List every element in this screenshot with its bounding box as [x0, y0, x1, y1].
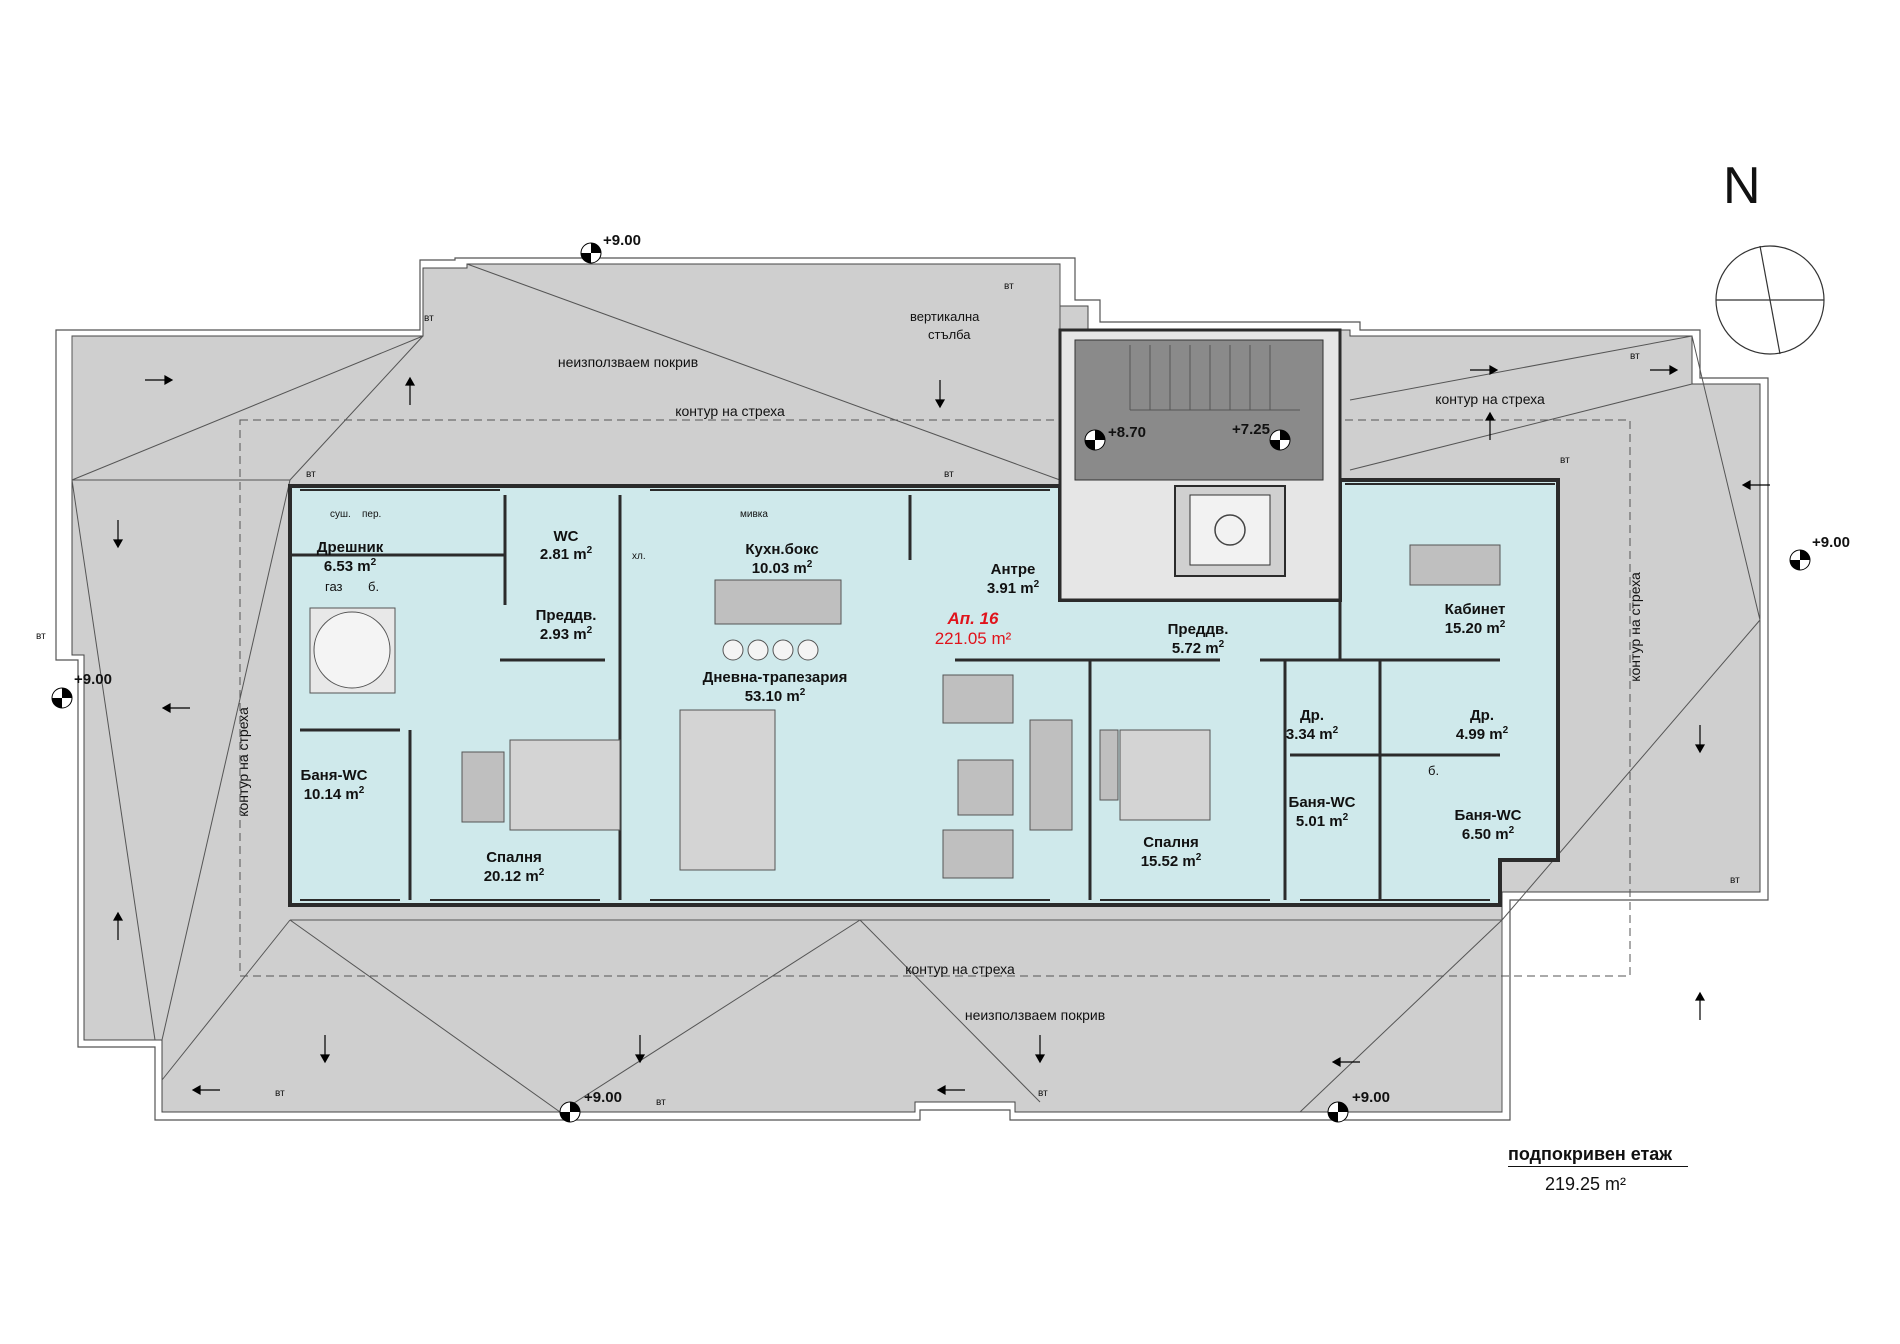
room-wc-area: 2.81 m2 — [539, 545, 593, 563]
vt-marker: вт — [1038, 1088, 1048, 1099]
room-kuhnya-name: Кухн.бокс — [745, 541, 819, 558]
room-dnevna-name: Дневна-трапезария — [702, 669, 848, 686]
room-dreshnik-name: Дрешник — [316, 539, 384, 556]
eave-contour — [239, 419, 1631, 977]
apartment-name: Ап. 16 — [947, 609, 999, 628]
vertical-ladder-label-1: вертикална — [910, 309, 980, 324]
elevation-bottom-left: +9.00 — [584, 1089, 622, 1106]
fixture-dryer: суш. — [330, 509, 351, 520]
floor-title-underline — [1508, 1166, 1688, 1167]
dining-chairs — [722, 639, 819, 661]
room-kabinet-area: 15.20 m2 — [1444, 619, 1506, 637]
fixture-washer: пер. — [362, 509, 382, 520]
elevation-bottom-right: +9.00 — [1352, 1089, 1390, 1106]
room-banya3-name: Баня-WC — [1454, 807, 1522, 824]
room-banya2-name: Баня-WC — [1288, 794, 1356, 811]
north-label: N — [1723, 157, 1761, 215]
room-spalnya2-area: 15.52 m2 — [1140, 852, 1202, 870]
eave-label-left: контур на стреха — [234, 707, 251, 817]
eave-label-bottom: контур на стреха — [905, 961, 1015, 977]
room-spalnya2-name: Спалня — [1143, 834, 1199, 851]
eave-label-top: контур на стреха — [675, 403, 785, 419]
roof-ridge-lines — [71, 263, 1761, 1113]
floor-area: 219.25 m² — [1545, 1174, 1627, 1194]
room-dr2-area: 4.99 m2 — [1455, 725, 1509, 743]
fixture-fridge: хл. — [632, 551, 646, 562]
room-kuhnya-area: 10.03 m2 — [751, 559, 813, 577]
vt-marker: вт — [36, 631, 46, 642]
elevation-stair-landing: +8.70 — [1108, 424, 1146, 441]
room-banya1-name: Баня-WC — [300, 767, 368, 784]
room-wc-name: WC — [553, 528, 579, 545]
stair-steps — [1129, 345, 1300, 411]
room-dreshnik-area: 6.53 m2 — [323, 557, 377, 575]
fixture-boiler-2: б. — [1428, 763, 1440, 778]
room-spalnya1-name: Спалня — [486, 849, 542, 866]
vt-marker: вт — [275, 1088, 285, 1099]
roof-label-unused-bottom: неизползваем покрив — [964, 1007, 1106, 1023]
vt-marker: вт — [1730, 875, 1740, 886]
room-antre-name: Антре — [990, 561, 1036, 578]
room-dr1-name: Др. — [1299, 707, 1325, 724]
elevation-stair-mid: +7.25 — [1232, 421, 1270, 438]
apartment-interior — [288, 478, 1560, 907]
furniture — [309, 544, 1501, 879]
wheelchair-icon — [1214, 514, 1246, 546]
interior-walls — [290, 495, 1500, 900]
vertical-ladder-label-2: стълба — [928, 327, 971, 342]
elevation-right: +9.00 — [1812, 534, 1850, 551]
vt-marker: вт — [656, 1097, 666, 1108]
apartment-area: 221.05 m² — [934, 629, 1012, 648]
room-banya3-area: 6.50 m2 — [1461, 825, 1515, 843]
room-spalnya1-area: 20.12 m2 — [483, 867, 545, 885]
fixture-boiler: б. — [368, 579, 380, 594]
vt-marker: вт — [424, 313, 434, 324]
room-dr2-name: Др. — [1469, 707, 1495, 724]
elevation-top: +9.00 — [603, 232, 641, 249]
room-preddv1-name: Преддв. — [535, 607, 597, 624]
room-antre-area: 3.91 m2 — [986, 579, 1040, 597]
fixture-sink: мивка — [740, 509, 768, 520]
elevation-markers — [51, 242, 1811, 1123]
elevation-left: +9.00 — [74, 671, 112, 688]
fixture-gas: газ — [325, 579, 343, 594]
room-preddv2-area: 5.72 m2 — [1171, 639, 1225, 657]
room-banya2-area: 5.01 m2 — [1295, 812, 1349, 830]
room-banya1-area: 10.14 m2 — [303, 785, 365, 803]
roof-label-unused-top: неизползваем покрив — [557, 354, 699, 370]
eave-label-right-top: контур на стреха — [1435, 391, 1545, 407]
vt-marker: вт — [1560, 455, 1570, 466]
facade-windows — [300, 483, 1555, 901]
vt-marker: вт — [944, 469, 954, 480]
slope-arrows — [112, 364, 1770, 1096]
room-preddv2-name: Преддв. — [1167, 621, 1229, 638]
floor-title: подпокривен етаж — [1508, 1144, 1673, 1164]
room-preddv1-area: 2.93 m2 — [539, 625, 593, 643]
vt-marker: вт — [306, 469, 316, 480]
room-kabinet-name: Кабинет — [1444, 601, 1506, 618]
vt-marker: вт — [1630, 351, 1640, 362]
compass-icon — [1715, 245, 1825, 355]
room-dnevna-area: 53.10 m2 — [744, 687, 806, 705]
eave-label-right: контур на стреха — [1626, 572, 1643, 682]
vt-marker: вт — [1004, 281, 1014, 292]
room-dr1-area: 3.34 m2 — [1285, 725, 1339, 743]
elevator-cabin — [1189, 494, 1271, 566]
